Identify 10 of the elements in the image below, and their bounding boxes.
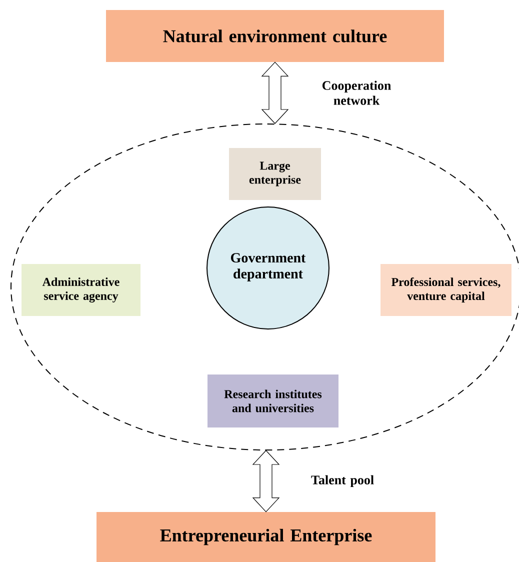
double-arrow bbox=[252, 450, 280, 512]
double-arrow bbox=[261, 62, 289, 124]
title-box: Entrepreneurial Enterprise bbox=[96, 512, 436, 562]
actor-box: Large enterprise bbox=[229, 148, 321, 200]
actor-box: Professional services, venture capital bbox=[380, 264, 512, 316]
actor-box: Research institutes and universities bbox=[208, 374, 338, 428]
edge-label: Cooperation network bbox=[322, 80, 391, 105]
actor-box: Administrative service agency bbox=[22, 264, 140, 316]
edge-label: Talent pool bbox=[311, 475, 374, 488]
title-box: Natural environment culture bbox=[106, 10, 444, 62]
